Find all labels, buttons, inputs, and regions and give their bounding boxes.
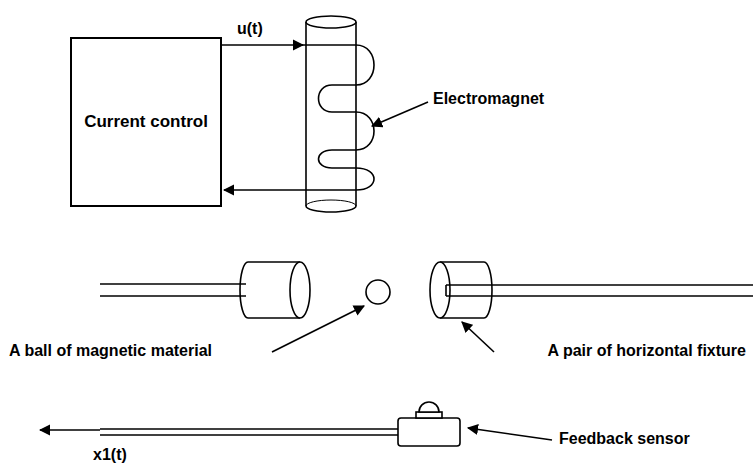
- leader-line: [468, 428, 552, 440]
- leader-line: [372, 102, 428, 126]
- magnetic-ball: [366, 280, 390, 304]
- signal-name: u(t): [236, 20, 264, 38]
- supply-wire-in: [222, 44, 303, 46]
- control-box: Current control: [70, 37, 222, 207]
- coil-winding: [300, 45, 374, 190]
- box-title: Current control: [84, 112, 208, 132]
- part-label: A pair of horizontal fixture: [546, 342, 747, 360]
- part-label: Feedback sensor: [558, 430, 691, 448]
- signal-name: x1(t): [92, 446, 128, 464]
- feedback-sensor: [40, 402, 460, 446]
- part-label: Electromagnet: [432, 90, 545, 108]
- part-label: A ball of magnetic material: [8, 342, 213, 360]
- leader-line: [462, 322, 494, 352]
- supply-wire-out: [224, 189, 300, 191]
- leader-line: [272, 306, 364, 352]
- right-fixture: [430, 262, 753, 318]
- left-fixture: [100, 262, 310, 318]
